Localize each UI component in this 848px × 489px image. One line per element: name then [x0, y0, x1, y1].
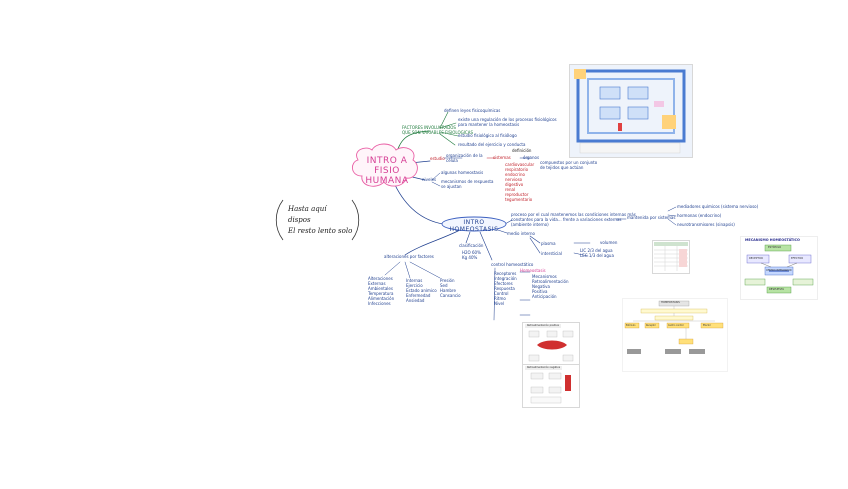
- definition-label: definición: [512, 148, 532, 153]
- comparison-table-graphic: [654, 242, 688, 271]
- mechanism-box: CENTRO INTEGRADOR: [766, 269, 792, 272]
- niveles-items: algunas homeostasis mecanismos de respue…: [441, 170, 494, 189]
- homeostasis-title[interactable]: INTRO HOMEOSTASIS: [449, 219, 499, 233]
- clasificacion-label: clasificación: [459, 243, 484, 248]
- mechanism-graphic: [744, 244, 814, 294]
- control-label: control homeostático: [491, 262, 534, 267]
- sistemas-label: sistemas: [493, 155, 511, 160]
- side-note-line: El resto lento solo: [288, 227, 353, 235]
- flow-title: HOMEOSTASIS: [661, 301, 680, 304]
- green-item: existe una regulación de los procesos fi…: [458, 117, 557, 122]
- pink-items: Mecanismos Retroalimentación Negativa Po…: [532, 274, 569, 299]
- fisio-cloud: [352, 143, 418, 187]
- sistema-item: tegumentario: [505, 197, 533, 202]
- control-item: Integración: [494, 276, 517, 281]
- niveles-label: niveles: [422, 177, 437, 182]
- homeostasis-definition: proceso por el cual mantenemos las condi…: [511, 212, 636, 227]
- green-item: resultado del ejercicio y conducta: [458, 142, 526, 147]
- flow-graphic: [624, 300, 724, 354]
- sistema-item: reproductor: [505, 192, 529, 197]
- pink-label: Homeostasis: [520, 268, 546, 273]
- side-note-bracket: [275, 199, 360, 241]
- organos-label: órganos: [523, 155, 540, 160]
- feedback-positive-title: Retroalimentación positiva: [525, 324, 561, 328]
- feedback-positive-graphic: [528, 330, 574, 362]
- mantenida-label: mantenida por sistemas: [627, 215, 676, 220]
- flow-node: Efector: [703, 324, 711, 327]
- green-item: definen leyes fisicoquímicas: [444, 108, 501, 113]
- control-item: Nivel: [494, 301, 505, 306]
- control-list: Receptores Integración Efectores Respues…: [494, 271, 517, 306]
- sistema-item: renal: [505, 187, 516, 192]
- mechanism-box: RESPUESTA: [769, 288, 784, 291]
- systems-diagram-image[interactable]: [569, 64, 693, 158]
- volumen-items: LIC 2/3 del agua LEC 1/3 del agua: [580, 248, 614, 258]
- control-item: Respuesta: [494, 286, 515, 291]
- feedback-negative-image[interactable]: Retroalimentación negativa: [522, 364, 580, 408]
- feedback-positive-image[interactable]: Retroalimentación positiva: [522, 322, 580, 366]
- sistema-item: cardiovascular: [505, 162, 535, 167]
- sistema-item: respiratorio: [505, 167, 529, 172]
- sistema-item: nervioso: [505, 177, 523, 182]
- fisio-title[interactable]: INTRO A FISIO HUMANA: [365, 156, 409, 186]
- systems-diagram-graphic: [574, 69, 686, 154]
- green-item: para mantener la homeostasis: [458, 122, 520, 127]
- volumen-label: volumen: [600, 240, 618, 245]
- alteraciones-group-3: Presión Sed Hambre Cansancio: [440, 278, 461, 298]
- green-main-label: FACTORES INVOLUCRADOS QUE SON VARIABLES …: [402, 125, 473, 135]
- feedback-negative-title: Retroalimentación negativa: [525, 366, 563, 370]
- flow-node: Receptor: [646, 324, 656, 327]
- control-item: Ritmo: [494, 296, 506, 301]
- mechanism-title: MECANISMO HOMEOSTÁTICO: [745, 238, 800, 242]
- sistema-item: endocrino: [505, 172, 525, 177]
- control-item: Control: [494, 291, 509, 296]
- mechanism-diagram[interactable]: MECANISMO HOMEOSTÁTICO ESTÍMULO RECEPTOR…: [740, 236, 818, 300]
- medio-interno-label: medio interno: [507, 231, 535, 236]
- alteraciones-group-2: Internas Ejercicio Estado anímico Enferm…: [406, 278, 437, 303]
- mechanism-box: RECEPTOR: [749, 257, 763, 260]
- flow-node: Estímulo: [626, 324, 636, 327]
- homeostasis-oval: [441, 216, 507, 232]
- homeostasis-flow-diagram[interactable]: HOMEOSTASIS Estímulo Receptor Centro con…: [622, 298, 728, 372]
- estudio-items: organización de la célula: [446, 153, 483, 163]
- control-item: Efectores: [494, 281, 513, 286]
- flow-node: Centro control: [668, 324, 684, 327]
- alteraciones-label: alteraciones por factores: [384, 254, 434, 259]
- feedback-negative-graphic: [530, 372, 571, 404]
- sistema-item: digestivo: [505, 182, 524, 187]
- side-note-line: dispos: [288, 216, 311, 224]
- clasificacion-items: H2O 60% Kg 40%: [462, 250, 481, 260]
- medio-item: intersticial: [541, 251, 562, 256]
- estudio-label: estudio: [430, 156, 445, 161]
- mantenida-sub: mediadores químicos (sistema nervioso) h…: [677, 204, 759, 227]
- side-note-line: Hasta aquí: [288, 205, 327, 213]
- alteraciones-group-1: Alteraciones Externas Ambientales Temper…: [368, 276, 395, 306]
- mechanism-box: ESTÍMULO: [768, 246, 782, 249]
- sistemas-list: cardiovascular respiratorio endocrino ne…: [505, 162, 534, 202]
- side-note: Hasta aquí dispos El resto lento solo: [288, 204, 352, 237]
- comparison-table-image[interactable]: [652, 240, 690, 274]
- medio-item: plasma: [541, 241, 556, 246]
- control-item: Receptores: [494, 271, 517, 276]
- mechanism-box: EFECTOR: [791, 257, 804, 260]
- green-item: estudio fisiológico al fisiólogo: [458, 133, 517, 138]
- organos-note: compuestos por un conjunto de tejidos qu…: [540, 160, 598, 170]
